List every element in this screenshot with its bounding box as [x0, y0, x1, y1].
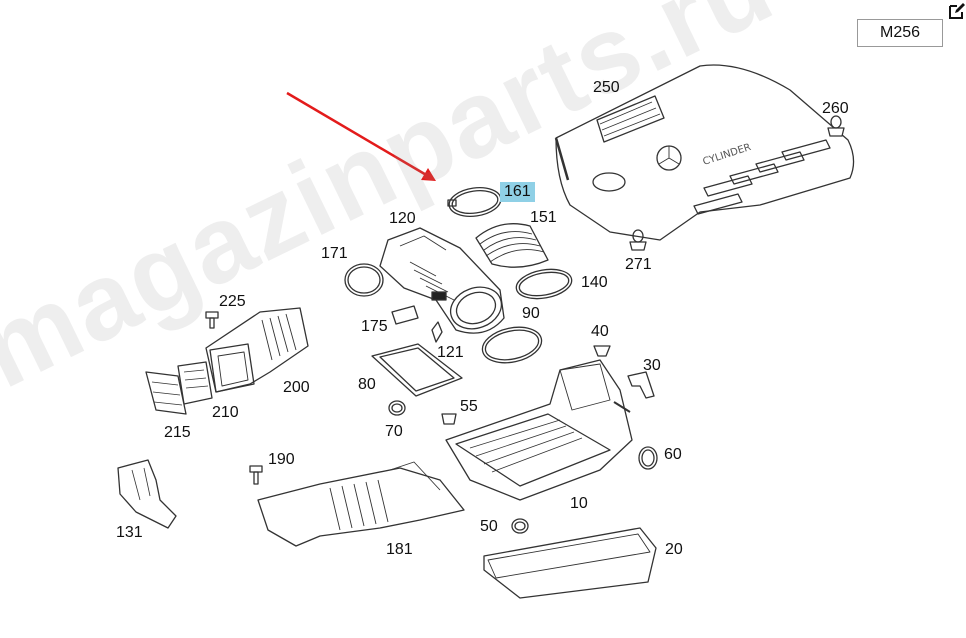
part-label-161[interactable]: 161 [500, 182, 535, 202]
part-label-60[interactable]: 60 [664, 446, 682, 463]
part-40-grommet[interactable] [593, 345, 611, 357]
part-225-screw[interactable] [205, 311, 219, 329]
part-label-10[interactable]: 10 [570, 495, 588, 512]
part-label-121[interactable]: 121 [437, 344, 464, 361]
part-250-engine-cover[interactable]: CYLINDER [554, 64, 855, 241]
part-label-225[interactable]: 225 [219, 293, 246, 310]
part-120-intake-duct[interactable] [379, 227, 507, 336]
part-260-grommet[interactable] [827, 115, 845, 137]
part-131-bracket[interactable] [117, 459, 177, 529]
part-label-70[interactable]: 70 [385, 423, 403, 440]
part-label-55[interactable]: 55 [460, 398, 478, 415]
part-label-250[interactable]: 250 [593, 79, 620, 96]
part-70-grommet[interactable] [388, 400, 406, 416]
part-10-filter-housing[interactable] [445, 359, 633, 501]
part-label-50[interactable]: 50 [480, 518, 498, 535]
part-label-30[interactable]: 30 [643, 357, 661, 374]
part-80-seal-frame[interactable] [371, 343, 463, 397]
model-box: M256 [857, 19, 943, 47]
part-210-inlet-grille[interactable] [177, 361, 213, 405]
part-215-grille-frame[interactable] [145, 371, 187, 415]
part-50-grommet[interactable] [511, 518, 529, 534]
part-label-260[interactable]: 260 [822, 100, 849, 117]
part-181-intake-duct[interactable] [257, 461, 465, 547]
part-label-20[interactable]: 20 [665, 541, 683, 558]
part-label-181[interactable]: 181 [386, 541, 413, 558]
part-label-215[interactable]: 215 [164, 424, 191, 441]
edit-icon[interactable] [948, 2, 966, 20]
part-label-175[interactable]: 175 [361, 318, 388, 335]
part-60-ring[interactable] [638, 446, 658, 470]
part-label-200[interactable]: 200 [283, 379, 310, 396]
part-label-151[interactable]: 151 [530, 209, 557, 226]
part-label-90[interactable]: 90 [522, 305, 540, 322]
part-label-120[interactable]: 120 [389, 210, 416, 227]
part-121-clip[interactable] [431, 321, 443, 343]
part-171-ring[interactable] [344, 263, 384, 297]
part-label-40[interactable]: 40 [591, 323, 609, 340]
part-label-171[interactable]: 171 [321, 245, 348, 262]
part-label-140[interactable]: 140 [581, 274, 608, 291]
part-55-grommet[interactable] [441, 413, 457, 425]
part-271-grommet[interactable] [629, 229, 647, 251]
part-label-271[interactable]: 271 [625, 256, 652, 273]
part-label-210[interactable]: 210 [212, 404, 239, 421]
part-190-screw[interactable] [249, 465, 263, 485]
part-label-131[interactable]: 131 [116, 524, 143, 541]
part-20-filter-element[interactable] [483, 527, 657, 599]
part-175-label[interactable] [391, 305, 419, 325]
part-161-clamp[interactable] [447, 185, 502, 220]
part-140-ring-seal[interactable] [514, 265, 574, 302]
part-200-air-duct[interactable] [205, 307, 309, 393]
part-151-corrugated-hose[interactable] [475, 223, 549, 268]
part-30-sensor[interactable] [627, 371, 655, 399]
part-label-80[interactable]: 80 [358, 376, 376, 393]
part-label-190[interactable]: 190 [268, 451, 295, 468]
part-90-ring-seal[interactable] [479, 322, 545, 368]
pointer-arrow [286, 91, 436, 181]
